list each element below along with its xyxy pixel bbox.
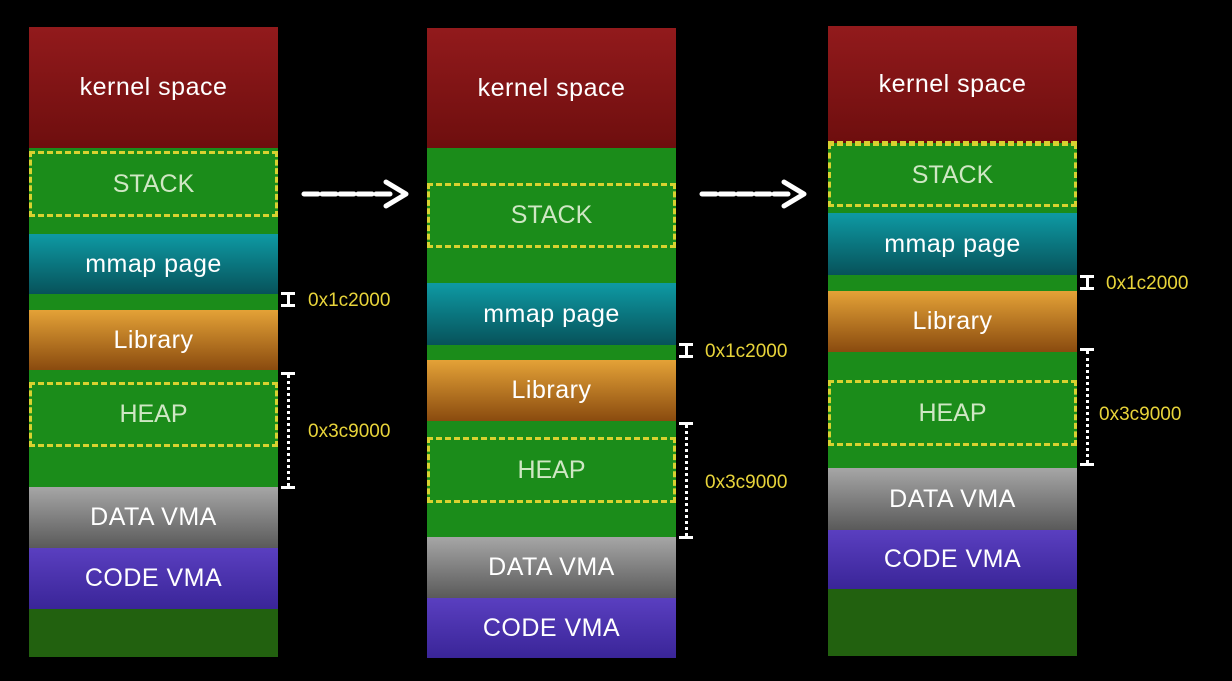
heap-region bbox=[29, 370, 278, 487]
code-vma-label: CODE VMA bbox=[482, 613, 621, 642]
kernel-space-label: kernel space bbox=[79, 73, 228, 101]
kernel-space-label: kernel space bbox=[878, 70, 1027, 98]
library-block: Library bbox=[29, 310, 278, 370]
gap-region bbox=[427, 345, 676, 360]
library-label: Library bbox=[511, 376, 592, 404]
heap-block: HEAP bbox=[427, 437, 676, 503]
kernel-space-label: kernel space bbox=[477, 73, 626, 102]
memory-layout-3: kernel space STACK mmap page Library HEA… bbox=[828, 26, 1077, 656]
stack-block: STACK bbox=[427, 183, 676, 248]
mmap-page-block: mmap page bbox=[828, 213, 1077, 275]
right-arrow-icon bbox=[301, 179, 409, 209]
code-vma-block: CODE VMA bbox=[29, 548, 278, 609]
stack-label: STACK bbox=[112, 169, 195, 198]
kernel-boundary-line bbox=[828, 141, 1077, 144]
library-block: Library bbox=[828, 291, 1077, 352]
stack-region bbox=[828, 143, 1077, 213]
code-vma-block: CODE VMA bbox=[427, 598, 676, 658]
mmap-page-block: mmap page bbox=[427, 283, 676, 345]
gap-region bbox=[828, 275, 1077, 291]
kernel-space-block: kernel space bbox=[29, 27, 278, 148]
stack-region bbox=[29, 148, 278, 234]
heap-gap-size-label: 0x3c9000 bbox=[308, 421, 391, 442]
heap-gap-bracket bbox=[679, 422, 693, 539]
data-vma-label: DATA VMA bbox=[488, 553, 615, 581]
data-vma-label: DATA VMA bbox=[889, 484, 1016, 513]
library-label: Library bbox=[113, 325, 194, 354]
kernel-space-block: kernel space bbox=[427, 28, 676, 148]
mmap-page-block: mmap page bbox=[29, 234, 278, 294]
heap-gap-size-label: 0x3c9000 bbox=[1099, 404, 1182, 425]
code-vma-label: CODE VMA bbox=[84, 564, 223, 592]
memory-layout-2: kernel space STACK mmap page Library HEA… bbox=[427, 28, 676, 658]
mmap-page-label: mmap page bbox=[884, 229, 1021, 258]
heap-label: HEAP bbox=[517, 455, 586, 484]
gap-region bbox=[29, 294, 278, 310]
code-vma-block: CODE VMA bbox=[828, 530, 1077, 589]
stack-block: STACK bbox=[29, 151, 278, 217]
data-vma-label: DATA VMA bbox=[90, 503, 217, 531]
mmap-gap-size-label: 0x1c2000 bbox=[308, 290, 391, 311]
heap-gap-bracket bbox=[1080, 348, 1094, 466]
right-arrow-icon bbox=[699, 179, 807, 209]
mmap-page-label: mmap page bbox=[85, 249, 222, 278]
library-block: Library bbox=[427, 360, 676, 421]
mmap-gap-size-label: 0x1c2000 bbox=[1106, 273, 1189, 294]
data-vma-block: DATA VMA bbox=[427, 537, 676, 598]
mmap-gap-bracket bbox=[679, 343, 693, 358]
mmap-gap-size-label: 0x1c2000 bbox=[705, 341, 788, 362]
data-vma-block: DATA VMA bbox=[828, 468, 1077, 530]
stack-block: STACK bbox=[828, 143, 1077, 207]
bottom-region bbox=[29, 609, 278, 657]
heap-label: HEAP bbox=[119, 400, 188, 428]
mmap-page-label: mmap page bbox=[483, 299, 620, 328]
data-vma-block: DATA VMA bbox=[29, 487, 278, 548]
memory-layout-1: kernel space STACK mmap page Library HEA… bbox=[29, 27, 278, 657]
heap-block: HEAP bbox=[29, 382, 278, 447]
heap-region bbox=[828, 352, 1077, 468]
heap-gap-bracket bbox=[281, 372, 295, 489]
mmap-gap-bracket bbox=[1080, 275, 1094, 290]
heap-block: HEAP bbox=[828, 380, 1077, 446]
heap-gap-size-label: 0x3c9000 bbox=[705, 472, 788, 493]
library-label: Library bbox=[912, 307, 993, 335]
mmap-gap-bracket bbox=[281, 292, 295, 307]
stack-label: STACK bbox=[911, 160, 994, 189]
stack-region bbox=[427, 148, 676, 283]
stack-label: STACK bbox=[510, 201, 593, 229]
bottom-region bbox=[828, 589, 1077, 656]
code-vma-label: CODE VMA bbox=[883, 545, 1022, 573]
heap-label: HEAP bbox=[918, 398, 987, 427]
heap-region bbox=[427, 421, 676, 537]
kernel-space-block: kernel space bbox=[828, 26, 1077, 143]
